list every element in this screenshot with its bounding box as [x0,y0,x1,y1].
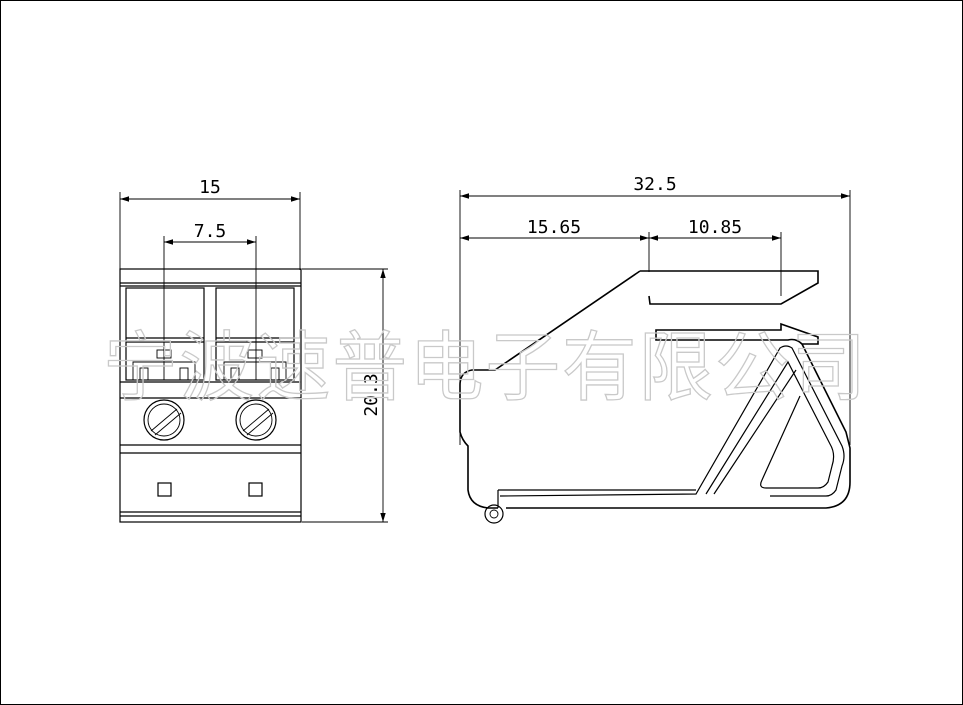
mounting-eye [484,504,504,524]
dim-label-left-segment: 15.65 [527,217,581,238]
dim-label-width: 15 [199,177,221,198]
screw-2 [235,399,277,441]
front-body-outline [119,268,302,523]
side-lever-spring [713,369,797,495]
dim-label-height: 20.3 [361,373,382,416]
test-hole-2 [248,482,263,497]
side-housing-outline [459,270,851,509]
test-hole-1 [157,482,172,497]
side-base-rail [497,489,696,508]
screw-1 [143,399,185,441]
dim-label-right-segment: 10.85 [688,217,742,238]
dim-label-length: 32.5 [633,174,676,195]
wire-opening-1 [125,287,205,381]
front-view: 15 7.5 20.3 [119,177,388,523]
company-watermark: 宁波速普电子有限公司 [103,323,868,412]
side-lever-outer [499,345,845,497]
side-view: 32.5 15.65 10.85 [459,174,851,524]
side-lever-inner [705,360,835,495]
dim-label-pitch: 7.5 [194,221,227,242]
clamp-detail-2 [223,349,287,381]
clamp-detail-1 [132,349,196,381]
wire-opening-2 [215,287,295,381]
